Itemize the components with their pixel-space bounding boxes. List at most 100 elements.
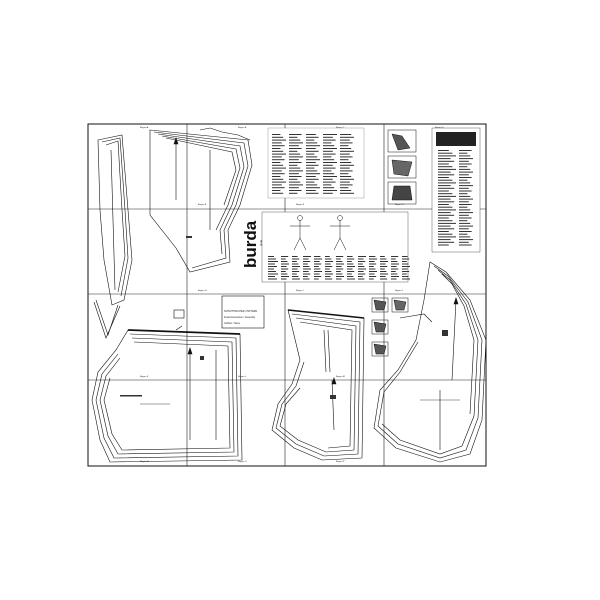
chart-rows xyxy=(272,134,354,194)
text-line xyxy=(340,153,350,155)
text-line xyxy=(358,273,366,275)
text-line xyxy=(459,177,472,178)
text-line xyxy=(438,244,449,246)
text-line xyxy=(289,178,298,180)
text-line xyxy=(325,266,333,267)
text-line xyxy=(272,178,284,180)
text-line xyxy=(402,261,407,262)
text-line xyxy=(314,263,322,265)
text-line xyxy=(325,271,332,272)
text-line xyxy=(289,150,298,152)
text-line xyxy=(292,271,300,272)
text-line xyxy=(369,261,375,262)
text-line xyxy=(306,187,320,189)
text-line xyxy=(289,156,303,158)
text-line xyxy=(292,266,300,267)
text-line xyxy=(459,158,473,160)
text-line xyxy=(347,261,352,262)
text-line xyxy=(336,256,344,257)
text-line xyxy=(314,271,322,272)
text-line xyxy=(438,241,455,243)
text-line xyxy=(380,261,388,262)
text-line xyxy=(438,228,455,230)
text-line xyxy=(438,195,456,197)
text-line xyxy=(323,156,332,158)
text-line xyxy=(325,263,331,265)
text-line xyxy=(340,162,352,163)
text-line xyxy=(289,181,301,183)
text-line xyxy=(438,177,449,178)
brand-logo: burda style xyxy=(241,220,263,268)
text-line xyxy=(340,176,352,177)
text-line xyxy=(402,271,410,272)
text-line xyxy=(438,201,455,203)
text-line xyxy=(347,256,353,257)
text-line xyxy=(459,160,469,162)
text-line xyxy=(340,142,353,144)
text-line xyxy=(306,145,320,147)
text-line xyxy=(459,204,472,205)
text-line xyxy=(340,190,352,191)
text-line xyxy=(268,271,276,272)
text-line xyxy=(459,209,471,211)
text-line xyxy=(289,148,302,149)
text-line xyxy=(380,258,387,260)
text-line xyxy=(268,256,274,257)
text-line xyxy=(358,256,366,257)
text-line xyxy=(323,153,336,155)
text-line xyxy=(438,222,456,224)
text-line xyxy=(323,192,333,194)
text-line xyxy=(272,181,286,183)
text-line xyxy=(272,134,281,135)
text-line xyxy=(325,273,333,275)
text-line xyxy=(459,198,473,200)
text-line xyxy=(340,178,354,180)
sheet-label: Bogen N xyxy=(140,461,149,463)
text-line xyxy=(336,263,344,265)
text-line xyxy=(391,271,396,272)
text-line xyxy=(402,263,409,265)
text-line xyxy=(402,276,409,277)
text-line xyxy=(438,236,456,238)
text-line xyxy=(380,273,388,275)
text-line xyxy=(289,184,303,186)
text-line xyxy=(438,206,453,208)
text-line xyxy=(272,139,286,141)
text-line xyxy=(438,168,456,170)
text-line xyxy=(459,222,471,224)
text-line xyxy=(314,268,321,270)
text-line xyxy=(336,268,344,270)
instruction-rows xyxy=(438,150,473,246)
text-line xyxy=(340,139,350,141)
text-line xyxy=(459,179,468,181)
text-line xyxy=(289,159,299,161)
text-line xyxy=(380,271,387,272)
sheet-label: Bogen E xyxy=(198,204,207,206)
text-line xyxy=(323,148,337,149)
text-line xyxy=(303,263,308,265)
text-line xyxy=(292,261,297,262)
text-line xyxy=(272,159,285,161)
text-line xyxy=(459,228,469,230)
text-line xyxy=(303,268,311,270)
info-line-3: Größen / Sizes xyxy=(224,322,241,325)
text-line xyxy=(459,150,472,151)
sheet-label: Bogen O xyxy=(238,461,247,463)
text-line xyxy=(347,271,355,272)
text-line xyxy=(272,136,284,138)
sheet-label: Bogen B xyxy=(238,127,247,129)
text-line xyxy=(380,263,386,265)
text-line xyxy=(306,176,316,177)
text-line xyxy=(292,273,297,275)
text-line xyxy=(289,190,302,191)
text-line xyxy=(272,187,285,189)
text-line xyxy=(340,167,350,169)
text-line xyxy=(347,278,355,280)
text-line xyxy=(272,164,284,166)
text-line xyxy=(303,266,310,267)
text-line xyxy=(325,278,333,280)
text-line xyxy=(323,170,332,172)
text-line xyxy=(369,266,374,267)
text-line xyxy=(459,195,471,197)
text-line xyxy=(281,256,289,257)
